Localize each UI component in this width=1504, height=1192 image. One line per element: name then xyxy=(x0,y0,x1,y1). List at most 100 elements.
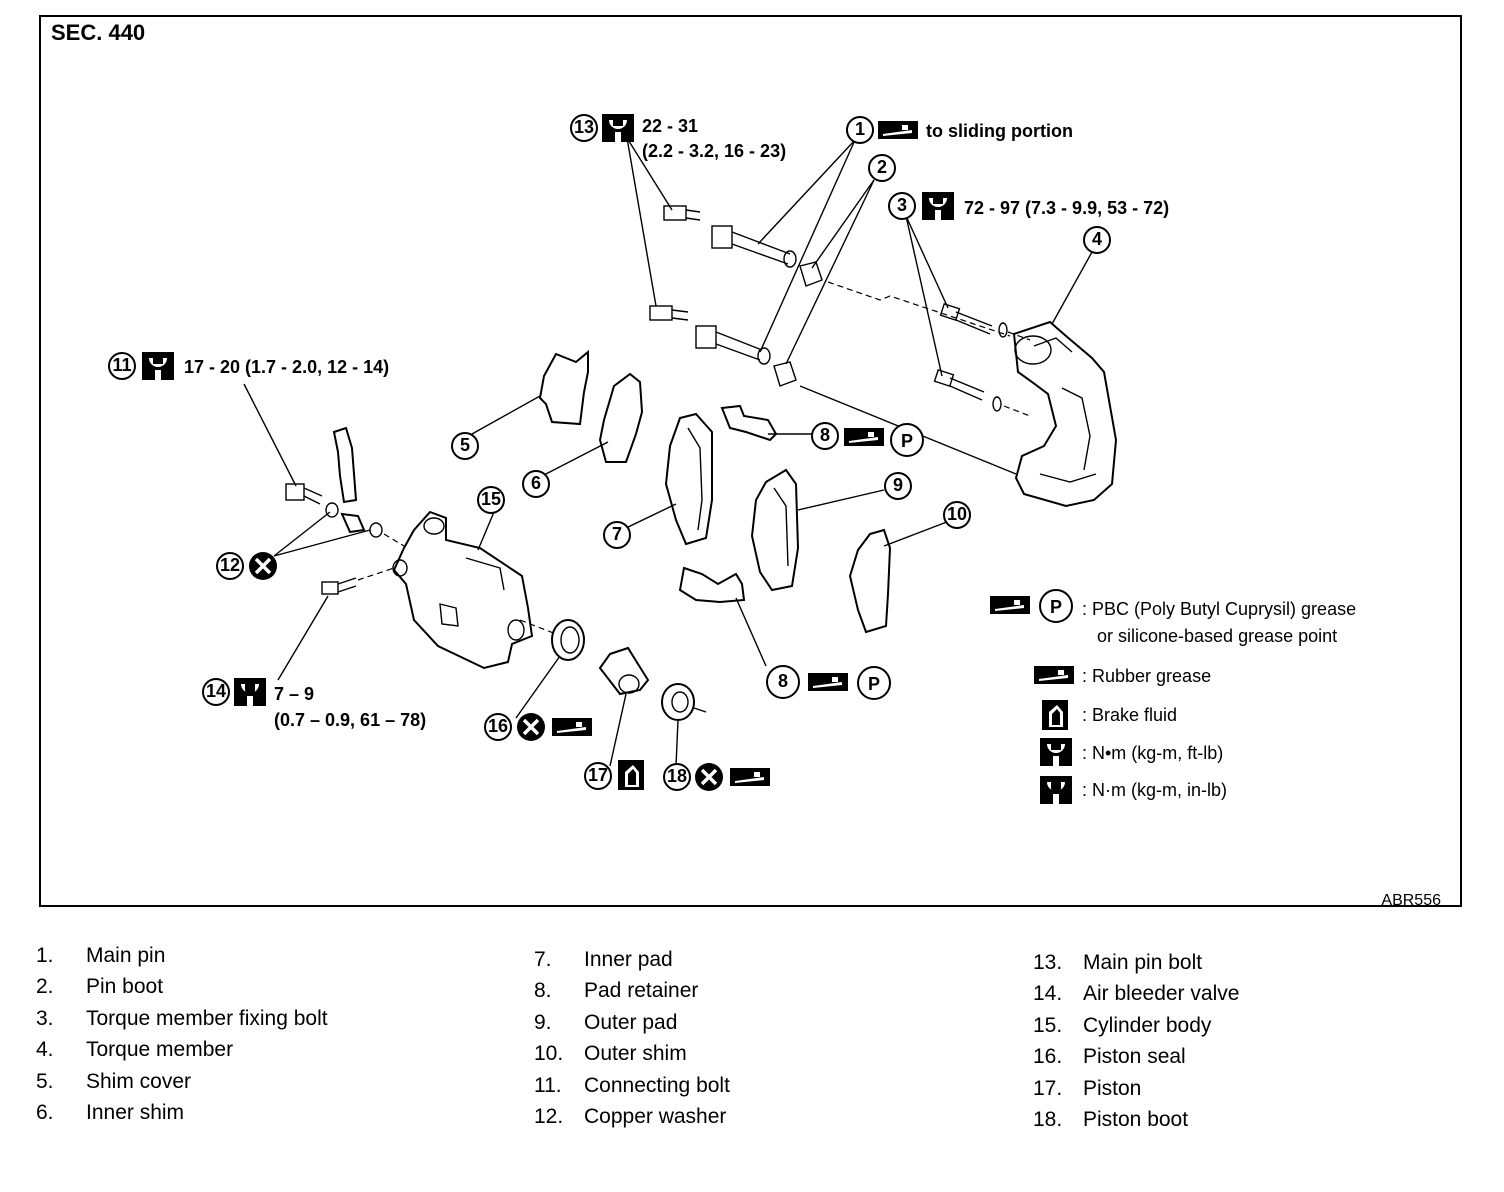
parts-list-name: Pad retainer xyxy=(584,979,699,1003)
inner-pad xyxy=(664,412,713,546)
pbc-p-icon: P xyxy=(1050,597,1062,617)
svg-text:11: 11 xyxy=(112,355,131,375)
parts-list-item: 13.Main pin bolt xyxy=(1033,947,1239,978)
parts-list-item: 5.Shim cover xyxy=(36,1066,328,1097)
parts-list-number: 10. xyxy=(534,1042,564,1066)
svg-text:72 - 97 (7.3 - 9.9, 53 - 72): 72 - 97 (7.3 - 9.9, 53 - 72) xyxy=(964,198,1169,218)
rubber-grease-icon xyxy=(878,121,918,139)
callout-12: 12 xyxy=(216,550,279,582)
svg-text:10: 10 xyxy=(947,504,967,524)
parts-list-item: 11.Connecting bolt xyxy=(534,1070,730,1101)
parts-list-item: 15.Cylinder body xyxy=(1033,1010,1239,1041)
svg-text:(2.2 - 3.2, 16 - 23): (2.2 - 3.2, 16 - 23) xyxy=(642,141,786,161)
svg-text:: N•m (kg-m, ft-lb): : N•m (kg-m, ft-lb) xyxy=(1082,743,1223,763)
svg-text:6: 6 xyxy=(531,473,541,493)
parts-list-number: 5. xyxy=(36,1069,54,1093)
torque-member-bolt-lower xyxy=(933,368,1002,412)
parts-list-col-1: 1. Main pin 2.Pin boot 3. Torque member fixi… xyxy=(36,940,328,1128)
parts-list-number: 16. xyxy=(1033,1045,1063,1069)
parts-list-name: Main pin bolt xyxy=(1083,951,1203,974)
parts-list-number: 11. xyxy=(534,1073,562,1097)
symbol-legend: P : PBC (Poly Butyl Cuprysil) grease or … xyxy=(990,589,1356,804)
parts-list-col-2: 7.Inner pad 8. Pad retainer 9. Outer pad 10. O… xyxy=(534,944,730,1132)
parts-list-number: 6. xyxy=(36,1101,54,1125)
parts-list-item: 1. Main pin xyxy=(36,940,328,971)
pbc-grease-icon xyxy=(808,673,848,691)
parts-list-item: 18. Piston boot xyxy=(1033,1104,1239,1135)
svg-text:17 - 20 (1.7 - 2.0, 12 - 14): 17 - 20 (1.7 - 2.0, 12 - 14) xyxy=(184,357,389,377)
parts-list-name: Torque member fixing bolt xyxy=(86,1006,328,1030)
pbc-grease-icon xyxy=(990,596,1030,614)
svg-text:2: 2 xyxy=(877,157,887,177)
callout-2: 2 xyxy=(868,154,896,182)
parts-list-number: 8. xyxy=(534,979,552,1003)
figure-code: ABR556 xyxy=(1381,892,1441,909)
parts-list-item: 9. Outer pad xyxy=(534,1007,730,1038)
callout-3: 3 72 - 97 (7.3 - 9.9, 53 - 72) xyxy=(888,192,1169,220)
svg-text:13: 13 xyxy=(574,117,594,137)
svg-text:(0.7 – 0.9, 61 – 78): (0.7 – 0.9, 61 – 78) xyxy=(274,710,426,730)
callout-13: 13 22 - 31 (2.2 - 3.2, 16 - 23) xyxy=(570,114,786,161)
parts-list-name: Main pin xyxy=(86,944,166,967)
outer-pad xyxy=(750,468,800,592)
svg-text:: N·m (kg-m, in-lb): : N·m (kg-m, in-lb) xyxy=(1082,780,1227,800)
parts-list-item: 6. Inner shim xyxy=(36,1097,328,1128)
pbc-p-icon: P xyxy=(868,674,880,694)
parts-list-name: Outer pad xyxy=(584,1010,678,1034)
piston xyxy=(598,646,650,696)
svg-text:22 - 31: 22 - 31 xyxy=(642,116,698,136)
brake-hose xyxy=(332,426,358,504)
parts-list-number: 17. xyxy=(1033,1076,1063,1100)
air-bleeder-valve xyxy=(321,577,357,595)
parts-list-name: Inner shim xyxy=(86,1101,185,1125)
svg-text:or silicone-based grease point: or silicone-based grease point xyxy=(1097,626,1337,646)
pad-retainer-lower xyxy=(678,566,746,604)
callout-11: 11 17 - 20 (1.7 - 2.0, 12 - 14) xyxy=(108,352,389,380)
main-pin-upper xyxy=(663,205,1011,337)
parts-list-number: 9. xyxy=(534,1010,552,1034)
parts-list-number: 1. xyxy=(36,944,54,967)
cylinder-body xyxy=(392,510,534,670)
parts-list-name: Outer shim xyxy=(584,1042,687,1066)
callout-18: 18 xyxy=(663,761,770,793)
rubber-grease-icon xyxy=(730,768,770,786)
parts-list-item: 17. Piston xyxy=(1033,1073,1239,1104)
svg-text:8: 8 xyxy=(820,425,830,445)
svg-text:5: 5 xyxy=(460,435,470,455)
callout-5: 5 xyxy=(451,432,479,460)
rubber-grease-icon xyxy=(552,718,592,736)
callout-16: 16 xyxy=(484,711,592,743)
callout-14: 14 7 – 9 (0.7 – 0.9, 61 – 78) xyxy=(202,678,426,730)
svg-text:16: 16 xyxy=(488,716,508,736)
svg-text:15: 15 xyxy=(481,489,501,509)
brake-fluid-icon xyxy=(1042,700,1068,730)
parts-list-item: 4.Torque member xyxy=(36,1034,328,1065)
parts-list-item: 7.Inner pad xyxy=(534,944,730,975)
torque-wrench-icon xyxy=(602,114,634,142)
torque-wrench-icon xyxy=(142,352,174,380)
svg-text:: Rubber grease: : Rubber grease xyxy=(1082,666,1211,686)
callout-17: 17 xyxy=(584,760,644,790)
svg-text:3: 3 xyxy=(897,195,907,215)
parts-list-name: Piston boot xyxy=(1083,1108,1189,1132)
torque-member xyxy=(1012,320,1118,508)
parts-list-item: 2.Pin boot xyxy=(36,971,328,1002)
svg-text:12: 12 xyxy=(220,555,240,575)
svg-text:18: 18 xyxy=(667,766,687,786)
parts-list-number: 3. xyxy=(36,1006,54,1030)
callout-1: 1 to sliding portion xyxy=(846,116,1073,144)
rubber-grease-icon xyxy=(1034,666,1074,684)
pbc-p-icon: P xyxy=(901,431,913,451)
torque-wrench-icon xyxy=(1040,738,1072,766)
svg-text:: PBC (Poly Butyl Cuprysil) gr: : PBC (Poly Butyl Cuprysil) grease xyxy=(1082,599,1356,619)
parts-list-name: Air bleeder valve xyxy=(1083,982,1240,1006)
torque-wrench-inlb-icon xyxy=(1040,776,1072,804)
svg-text:1: 1 xyxy=(855,119,865,139)
parts-list-name: Piston xyxy=(1083,1076,1142,1100)
parts-list-number: 18. xyxy=(1033,1108,1063,1132)
svg-text:14: 14 xyxy=(206,681,226,701)
parts-list-item: 14. Air bleeder valve xyxy=(1033,978,1239,1009)
svg-text:7: 7 xyxy=(612,524,622,544)
parts-list-number: 14. xyxy=(1033,982,1063,1006)
